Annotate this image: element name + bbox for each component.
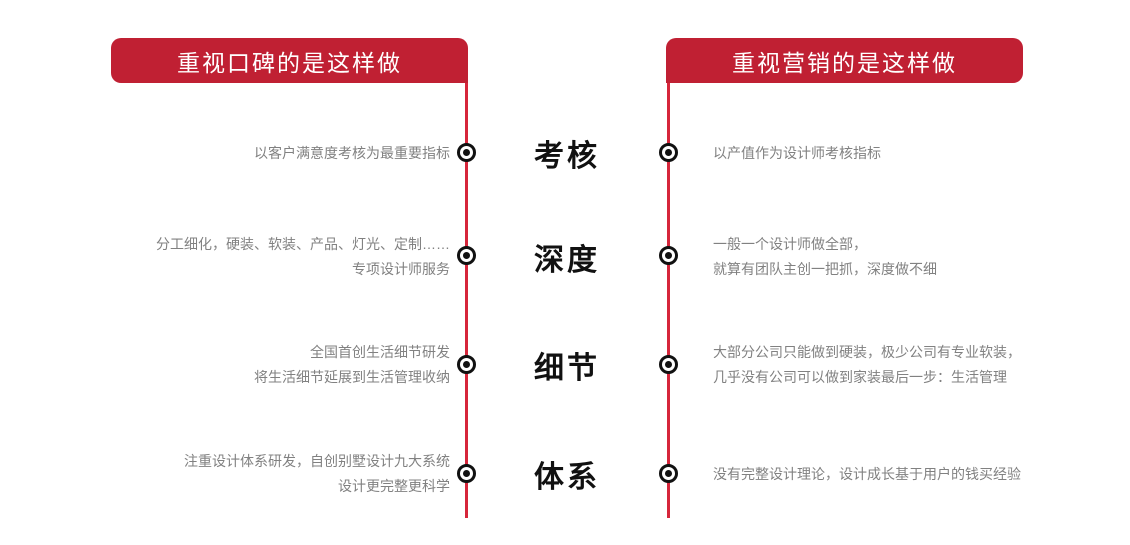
- banner-right: 重视营销的是这样做: [666, 38, 1023, 83]
- text-line: 分工细化，硬装、软装、产品、灯光、定制……: [156, 236, 450, 252]
- row-center-label: 深度: [534, 244, 600, 277]
- text-line: 专项设计师服务: [352, 261, 450, 277]
- text-line: 就算有团队主创一把抓，深度做不细: [713, 261, 937, 277]
- comparison-row: 全国首创生活细节研发 将生活细节延展到生活管理收纳 细节 大部分公司只能做到硬装…: [0, 340, 1130, 390]
- bullet-marker-icon: [457, 246, 476, 265]
- text-line: 大部分公司只能做到硬装，极少公司有专业软装，: [713, 344, 1021, 360]
- row-right-text: 以产值作为设计师考核指标: [713, 141, 1125, 166]
- timeline-rail-right: [667, 62, 670, 518]
- comparison-row: 以客户满意度考核为最重要指标 考核 以产值作为设计师考核指标: [0, 130, 1130, 176]
- row-right-text: 一般一个设计师做全部， 就算有团队主创一把抓，深度做不细: [713, 232, 1125, 282]
- row-center-label: 考核: [534, 140, 600, 173]
- banner-left: 重视口碑的是这样做: [111, 38, 468, 83]
- bullet-marker-icon: [659, 464, 678, 483]
- banner-right-text: 重视营销的是这样做: [732, 49, 957, 76]
- comparison-row: 分工细化，硬装、软装、产品、灯光、定制…… 专项设计师服务 深度 一般一个设计师…: [0, 232, 1130, 282]
- row-left-text: 注重设计体系研发，自创别墅设计九大系统 设计更完整更科学: [40, 449, 450, 499]
- text-line: 没有完整设计理论，设计成长基于用户的钱买经验: [713, 465, 1021, 482]
- text-line: 将生活细节延展到生活管理收纳: [254, 369, 450, 385]
- bullet-marker-icon: [457, 143, 476, 162]
- row-right-text: 大部分公司只能做到硬装，极少公司有专业软装， 几乎没有公司可以做到家装最后一步：…: [713, 340, 1125, 390]
- row-right-text: 没有完整设计理论，设计成长基于用户的钱买经验: [713, 462, 1125, 487]
- text-line: 设计更完整更科学: [338, 478, 450, 494]
- text-line: 一般一个设计师做全部，: [713, 236, 867, 252]
- banner-left-text: 重视口碑的是这样做: [177, 49, 402, 76]
- row-left-text: 以客户满意度考核为最重要指标: [40, 141, 450, 166]
- text-line: 注重设计体系研发，自创别墅设计九大系统: [184, 453, 450, 469]
- row-left-text: 分工细化，硬装、软装、产品、灯光、定制…… 专项设计师服务: [40, 232, 450, 282]
- bullet-marker-icon: [457, 355, 476, 374]
- row-center-label: 细节: [534, 352, 600, 385]
- row-center-label: 体系: [534, 461, 600, 494]
- bullet-marker-icon: [659, 355, 678, 374]
- bullet-marker-icon: [659, 246, 678, 265]
- bullet-marker-icon: [659, 143, 678, 162]
- comparison-row: 注重设计体系研发，自创别墅设计九大系统 设计更完整更科学 体系 没有完整设计理论…: [0, 449, 1130, 499]
- text-line: 以客户满意度考核为最重要指标: [254, 144, 450, 161]
- row-left-text: 全国首创生活细节研发 将生活细节延展到生活管理收纳: [40, 340, 450, 390]
- timeline-rail-left: [465, 62, 468, 518]
- text-line: 几乎没有公司可以做到家装最后一步：生活管理: [713, 369, 1007, 385]
- text-line: 全国首创生活细节研发: [310, 344, 450, 360]
- text-line: 以产值作为设计师考核指标: [713, 144, 881, 161]
- bullet-marker-icon: [457, 464, 476, 483]
